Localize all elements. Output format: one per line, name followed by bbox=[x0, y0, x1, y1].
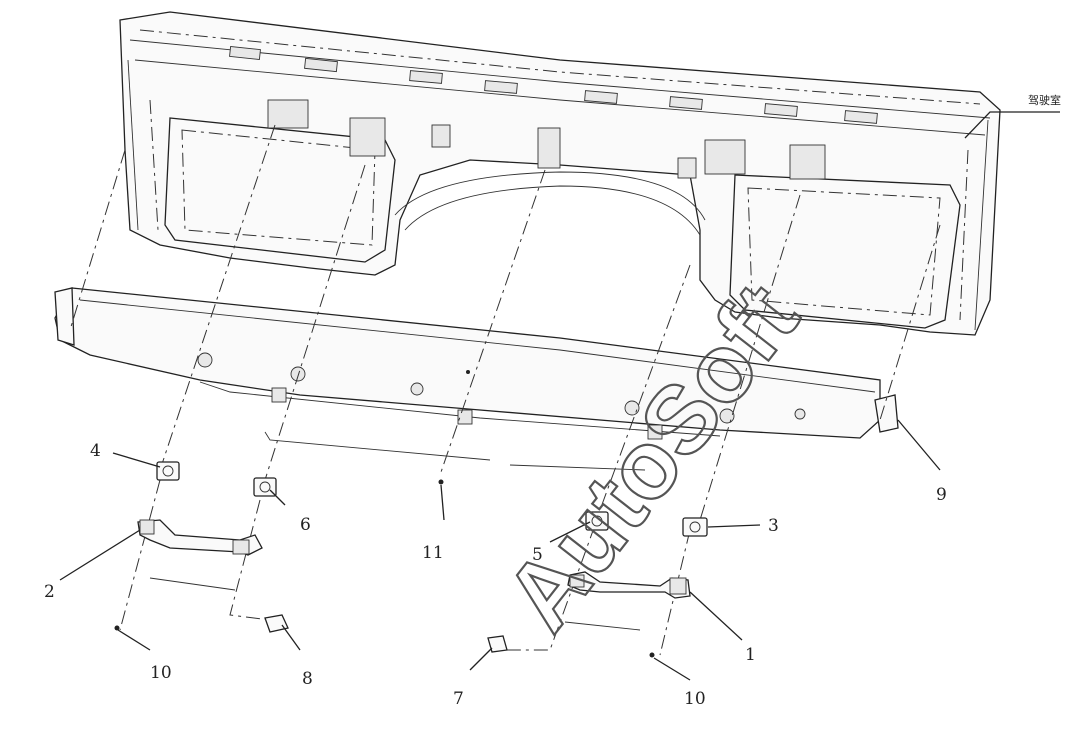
rear-trim-panel bbox=[54, 287, 899, 440]
clip-3 bbox=[682, 517, 708, 537]
callout-labels: 1 2 3 4 5 6 7 8 9 10 10 11 驾驶室 bbox=[44, 93, 1061, 709]
frame-label: 驾驶室 bbox=[1028, 93, 1061, 107]
leader-lines bbox=[59, 111, 1060, 681]
handle-right bbox=[567, 571, 691, 599]
clip-4 bbox=[156, 461, 180, 481]
handle-left bbox=[137, 519, 263, 556]
callout-6: 6 bbox=[300, 515, 311, 535]
clip-6 bbox=[253, 477, 277, 497]
callout-4: 4 bbox=[90, 441, 101, 461]
screw-10-right bbox=[649, 652, 655, 658]
cab-frame bbox=[119, 11, 1001, 336]
callout-8: 8 bbox=[302, 669, 313, 689]
callout-10-left: 10 bbox=[150, 663, 172, 683]
callout-9: 9 bbox=[936, 485, 947, 505]
callout-3: 3 bbox=[768, 516, 779, 536]
small-parts bbox=[114, 461, 708, 658]
callout-7: 7 bbox=[453, 689, 464, 709]
callout-10-right: 10 bbox=[684, 689, 706, 709]
callout-1: 1 bbox=[745, 645, 756, 665]
callout-5: 5 bbox=[532, 545, 543, 565]
callout-2: 2 bbox=[44, 582, 55, 602]
cap-7 bbox=[487, 635, 508, 653]
screw-10-left bbox=[114, 625, 120, 631]
assembly-lines bbox=[69, 124, 941, 656]
cap-8 bbox=[264, 614, 289, 633]
callout-11: 11 bbox=[422, 543, 444, 563]
screw-11 bbox=[438, 479, 444, 485]
clip-5 bbox=[585, 511, 609, 531]
